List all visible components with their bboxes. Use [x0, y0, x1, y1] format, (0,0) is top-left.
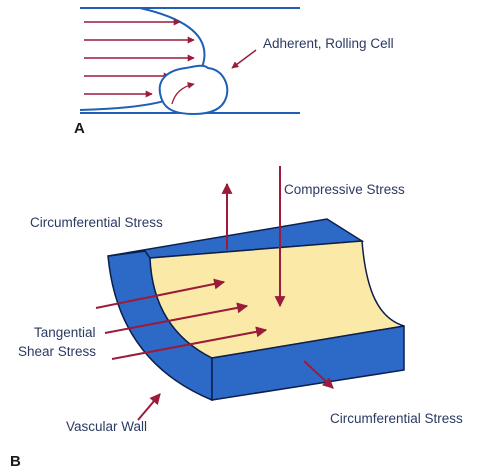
circumferential-stress-top-label: Circumferential Stress — [30, 215, 163, 230]
rolling-cell — [158, 64, 229, 116]
wall-front-face — [211, 325, 405, 401]
vascular-wall-pointer-arrow — [137, 393, 161, 421]
vessel-wall-block — [107, 218, 405, 402]
vascular-wall-label: Vascular Wall — [66, 419, 147, 434]
circumferential-stress-down-arrow — [303, 360, 334, 389]
shear-stress-arrow — [95, 278, 226, 309]
panel-b-letter: B — [10, 453, 21, 470]
cell-rotation-arrow — [171, 81, 195, 105]
shear-stress-arrow — [111, 326, 268, 360]
cell-pointer-arrow — [231, 49, 257, 69]
panel-a-letter: A — [74, 120, 85, 137]
flow-arrows — [84, 18, 195, 98]
stress-arrows — [95, 166, 334, 421]
circumferential-stress-bottom-label: Circumferential Stress — [330, 411, 463, 426]
compressive-stress-label: Compressive Stress — [284, 182, 405, 197]
shear-stress-arrow — [104, 302, 249, 334]
shear-stress-label: Shear Stress — [18, 344, 96, 359]
panel-b: Compressive Stress Circumferential Stres… — [10, 166, 463, 470]
tangential-label: Tangential — [34, 325, 96, 340]
panel-a: Adherent, Rolling Cell A — [74, 7, 394, 137]
adherent-cell-label: Adherent, Rolling Cell — [263, 36, 394, 51]
